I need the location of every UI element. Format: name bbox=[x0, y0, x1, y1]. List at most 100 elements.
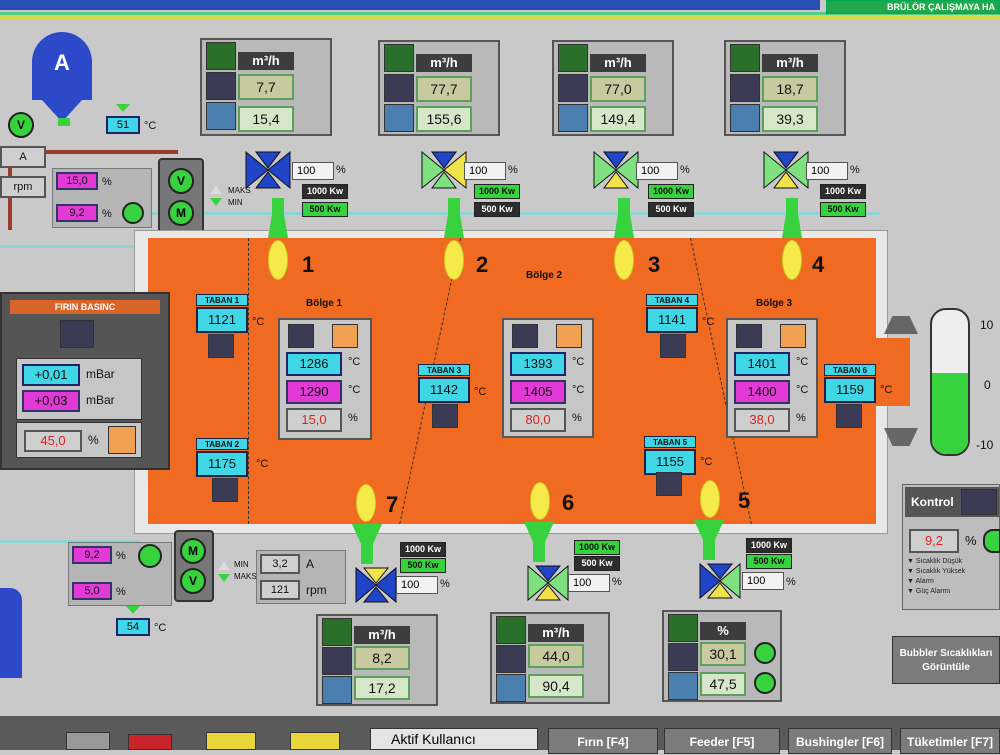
trend-icon[interactable] bbox=[206, 72, 236, 100]
pressure-output: 45,0 bbox=[24, 430, 82, 452]
valve-percent[interactable]: 100 bbox=[292, 162, 334, 180]
trend-icon[interactable] bbox=[212, 478, 238, 502]
deg-unit: °C bbox=[474, 386, 487, 398]
toolbar-button-yellow[interactable] bbox=[290, 732, 340, 750]
flow-unit: m³/h bbox=[416, 54, 472, 72]
valve-percent[interactable]: 100 bbox=[568, 574, 610, 592]
trend-icon[interactable] bbox=[384, 74, 414, 102]
bottom-panel-1: m³/h 8,2 17,2 bbox=[316, 614, 438, 706]
burner-flame bbox=[782, 240, 802, 280]
valve-percent[interactable]: 100 bbox=[396, 576, 438, 594]
trend-icon[interactable] bbox=[322, 647, 352, 675]
kw-min: 500 Kw bbox=[474, 202, 520, 217]
pct-unit: % bbox=[508, 164, 518, 176]
gear-icon[interactable] bbox=[122, 202, 144, 224]
tab-tuketimler[interactable]: Tüketimler [F7] bbox=[900, 728, 1000, 754]
trend-icon[interactable] bbox=[288, 324, 314, 348]
valve-percent[interactable]: 100 bbox=[806, 162, 848, 180]
gear-icon[interactable] bbox=[983, 529, 1000, 553]
valve-icon[interactable] bbox=[354, 566, 398, 604]
pct-unit: % bbox=[965, 533, 977, 548]
flow-value: 8,2 bbox=[354, 646, 410, 670]
pump-v-top-left[interactable]: V bbox=[8, 112, 34, 138]
toolbar-button-1[interactable] bbox=[66, 732, 110, 750]
trend-icon[interactable] bbox=[656, 472, 682, 496]
gear-icon[interactable] bbox=[138, 544, 162, 568]
info-icon[interactable] bbox=[322, 676, 352, 704]
trend-icon[interactable] bbox=[208, 334, 234, 358]
trend-icon[interactable] bbox=[736, 324, 762, 348]
gear-icon[interactable] bbox=[754, 672, 776, 694]
valve-icon[interactable] bbox=[698, 562, 742, 600]
burner-number: 1 bbox=[302, 252, 315, 277]
trend-icon[interactable] bbox=[512, 324, 538, 348]
trend-icon[interactable] bbox=[961, 489, 997, 515]
kontrol-panel: Kontrol 9,2 % ▼ Sıcaklık Düşük ▼ Sıcaklı… bbox=[902, 484, 1000, 610]
valve-percent[interactable]: 100 bbox=[636, 162, 678, 180]
deg-unit: °C bbox=[256, 458, 269, 470]
trend-icon[interactable] bbox=[496, 645, 526, 673]
trend-icon[interactable] bbox=[558, 74, 588, 102]
alarm-icon[interactable] bbox=[128, 734, 172, 750]
burner-number: 3 bbox=[648, 252, 661, 277]
tab-feeder[interactable]: Feeder [F5] bbox=[664, 728, 780, 754]
flame-icon[interactable] bbox=[558, 44, 588, 72]
hand-icon[interactable] bbox=[556, 324, 582, 348]
valve-icon[interactable] bbox=[526, 564, 570, 602]
info-icon[interactable] bbox=[558, 104, 588, 132]
info-icon[interactable] bbox=[384, 104, 414, 132]
min-label: MIN bbox=[234, 560, 249, 569]
flame-icon[interactable] bbox=[496, 616, 526, 644]
valve-icon[interactable] bbox=[592, 150, 640, 190]
info-icon[interactable] bbox=[668, 672, 698, 700]
tank-temp-unit: °C bbox=[144, 120, 157, 132]
burner-panel-4: m³/h 18,7 39,3 bbox=[724, 40, 846, 136]
trend-icon[interactable] bbox=[432, 404, 458, 428]
motor-m-button[interactable]: M bbox=[180, 538, 206, 564]
hand-icon[interactable] bbox=[332, 324, 358, 348]
alarm-item: ▼ Sıcaklık Yüksek bbox=[907, 568, 966, 575]
hand-icon[interactable] bbox=[780, 324, 806, 348]
trend-icon[interactable] bbox=[660, 334, 686, 358]
trend-icon[interactable] bbox=[60, 320, 94, 348]
hand-icon[interactable] bbox=[108, 426, 136, 454]
info-icon[interactable] bbox=[730, 104, 760, 132]
flow-unit: m³/h bbox=[238, 52, 294, 70]
flame-icon[interactable] bbox=[668, 614, 698, 642]
rpm-unit: rpm bbox=[306, 583, 327, 597]
flow-value: 44,0 bbox=[528, 644, 584, 668]
zone-temp-2: 1405 bbox=[510, 380, 566, 404]
flame-icon[interactable] bbox=[730, 44, 760, 72]
valve-percent[interactable]: 100 bbox=[464, 162, 506, 180]
toolbar-button-yellow[interactable] bbox=[206, 732, 256, 750]
info-icon[interactable] bbox=[496, 674, 526, 702]
kw-min: 500 Kw bbox=[820, 202, 866, 217]
motor-m-button[interactable]: M bbox=[168, 200, 194, 226]
trend-icon[interactable] bbox=[836, 404, 862, 428]
top-bar bbox=[0, 0, 820, 10]
tank-label: A bbox=[54, 50, 70, 75]
info-icon[interactable] bbox=[206, 102, 236, 130]
rpm-value: 121 bbox=[260, 580, 300, 600]
valve-icon[interactable] bbox=[762, 150, 810, 190]
zone-temp-2: 1400 bbox=[734, 380, 790, 404]
zone-panel-3: 1401 °C 1400 °C 38,0 % bbox=[726, 318, 818, 438]
valve-icon[interactable] bbox=[420, 150, 468, 190]
flame-icon[interactable] bbox=[322, 618, 352, 646]
bubbler-button[interactable]: Bubbler Sıcaklıkları Görüntüle bbox=[892, 636, 1000, 684]
tank-b bbox=[0, 588, 22, 678]
tab-bushingler[interactable]: Bushingler [F6] bbox=[788, 728, 892, 754]
valve-icon[interactable] bbox=[244, 150, 292, 190]
flow-unit: m³/h bbox=[528, 624, 584, 642]
gear-icon[interactable] bbox=[754, 642, 776, 664]
flow-value: 18,7 bbox=[762, 76, 818, 102]
flow-unit: m³/h bbox=[590, 54, 646, 72]
motor-v-button[interactable]: V bbox=[168, 168, 194, 194]
motor-v-button[interactable]: V bbox=[180, 568, 206, 594]
flame-icon[interactable] bbox=[384, 44, 414, 72]
trend-icon[interactable] bbox=[668, 643, 698, 671]
valve-percent[interactable]: 100 bbox=[742, 572, 784, 590]
flame-icon[interactable] bbox=[206, 42, 236, 70]
trend-icon[interactable] bbox=[730, 74, 760, 102]
tab-firin[interactable]: Fırın [F4] bbox=[548, 728, 658, 754]
